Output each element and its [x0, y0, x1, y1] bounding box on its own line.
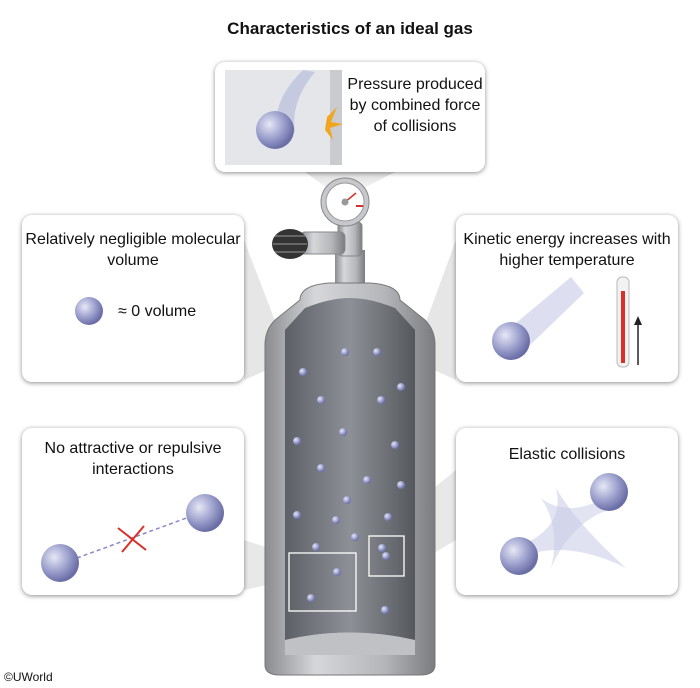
elastic-collision-illustration [500, 473, 628, 575]
volume-text: Relatively negligible molecular volume [25, 231, 241, 269]
panel-elastic: Elastic collisions [456, 428, 678, 595]
elastic-text: Elastic collisions [508, 446, 626, 463]
panel-interactions: No attractive or repulsive interactions [22, 428, 244, 595]
panel-kinetic: Kinetic energy increases with higher tem… [456, 215, 678, 382]
zoom-region [368, 535, 405, 577]
cross-icon [117, 525, 147, 553]
wall-collision-illustration [225, 70, 343, 165]
volume-label: ≈ 0 volume [118, 303, 197, 320]
gas-molecules [293, 348, 405, 614]
copyright: ©UWorld [4, 670, 53, 684]
zoom-region [288, 552, 357, 612]
panel-volume: Relatively negligible molecular volume ≈… [22, 215, 244, 382]
diagram-title: Characteristics of an ideal gas [227, 19, 473, 38]
molecule-icon [75, 297, 103, 325]
thermometer-icon [616, 276, 630, 368]
kinetic-text: Kinetic energy increases with higher tem… [463, 231, 671, 269]
no-interaction-illustration [41, 494, 224, 582]
panel-pressure: Pressure produced by combined force of c… [215, 62, 485, 172]
pressure-gauge [272, 177, 370, 259]
interactions-text: No attractive or repulsive interactions [44, 440, 222, 478]
pressure-text: Pressure produced by combined force of c… [347, 76, 483, 135]
gas-tank [264, 250, 436, 676]
kinetic-illustration [492, 276, 642, 368]
arrow-up-icon [634, 316, 642, 365]
